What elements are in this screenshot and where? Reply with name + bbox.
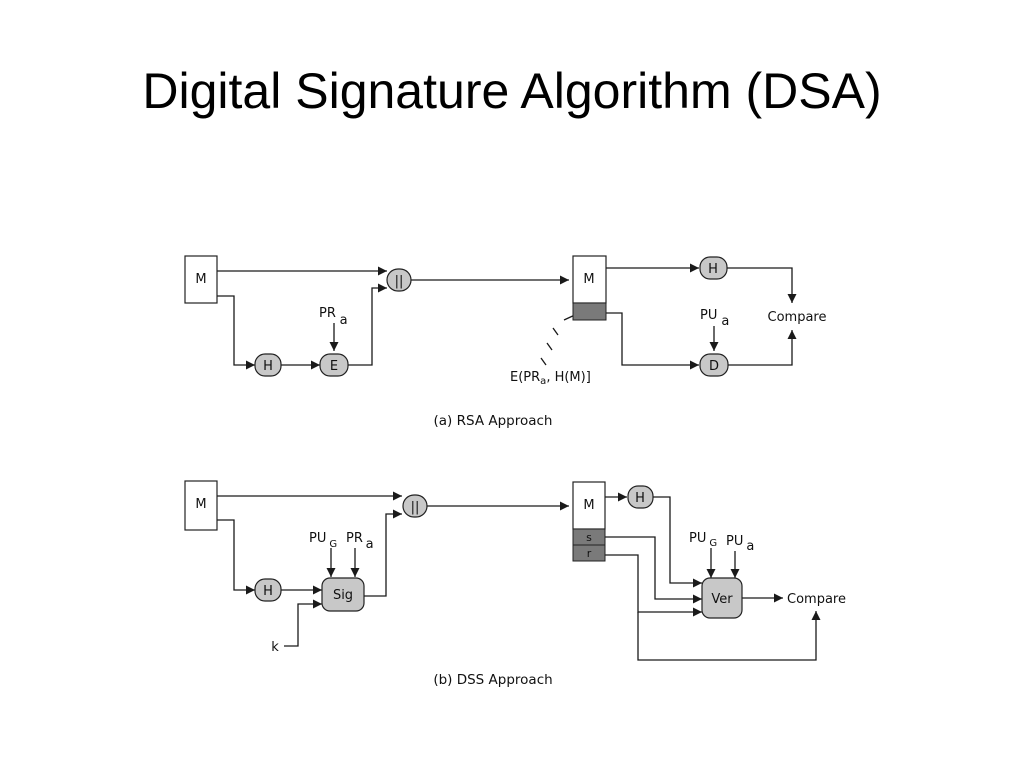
rsa-hash-label: H: [263, 359, 273, 374]
dss-sign-label: Sig: [333, 588, 353, 603]
dss-message-box: [184, 480, 218, 531]
dss-compare-label: Compare: [787, 592, 846, 607]
dss-recv-message-box: [572, 481, 606, 530]
rsa-wire-hash-to-compare: [727, 267, 797, 303]
rsa-message-box: [184, 255, 218, 304]
rsa-hash-node: [254, 353, 282, 377]
dss-concat-node: [402, 494, 428, 518]
rsa-caption: (a) RSA Approach: [434, 413, 553, 429]
dss-signature-r-block: [572, 544, 606, 562]
dss-signature-s-label: s: [586, 531, 592, 544]
rsa-recv-hash-label: H: [708, 262, 718, 277]
rsa-signature-annotation: E(PRa, H(M)]: [510, 370, 591, 387]
dss-wire-k-to-sig: [284, 599, 322, 647]
dss-message-label: M: [195, 497, 206, 512]
rsa-signature-block: [572, 302, 607, 321]
dss-wire-sig-to-concat: [364, 509, 402, 597]
rsa-decrypt-label: D: [709, 359, 719, 374]
dss-sign-node: [321, 577, 365, 612]
rsa-decrypt-node: [699, 353, 729, 377]
rsa-wire-encrypt-to-concat: [348, 283, 387, 366]
dss-random-k-label: k: [271, 640, 279, 655]
dss-caption: (b) DSS Approach: [433, 672, 552, 688]
rsa-recv-hash-node: [699, 256, 728, 280]
dss-wire-s-to-ver: [605, 536, 702, 604]
rsa-concat-node: [386, 268, 412, 292]
dss-hash-node: [254, 578, 282, 602]
rsa-recv-message-label: M: [583, 272, 594, 287]
rsa-encrypt-label: E: [330, 359, 338, 374]
dss-wire-m-to-hash: [217, 519, 255, 595]
rsa-encrypt-node: [319, 353, 349, 377]
rsa-compare-label: Compare: [768, 310, 827, 325]
rsa-wire-decrypt-to-compare: [728, 330, 797, 366]
dss-concat-label: ||: [411, 500, 420, 515]
dss-recv-message-label: M: [583, 498, 594, 513]
rsa-recv-message-box: [572, 255, 607, 304]
dss-signature-r-label: r: [587, 547, 592, 560]
dss-wire-r-to-ver: [605, 554, 702, 617]
dss-verify-node: [701, 577, 743, 619]
rsa-signature-pointer: [540, 313, 578, 366]
dss-recv-hash-node: [627, 485, 654, 509]
dss-wire-r-to-compare: [637, 611, 821, 661]
rsa-message-label: M: [195, 272, 206, 287]
dss-wire-hash-to-ver: [653, 496, 702, 588]
dss-recv-hash-label: H: [635, 491, 645, 506]
rsa-wire-sig-to-decrypt: [606, 312, 699, 370]
dss-hash-label: H: [263, 584, 273, 599]
rsa-concat-label: ||: [395, 274, 404, 289]
dss-verify-label: Ver: [711, 592, 733, 607]
rsa-wire-m-to-hash: [217, 295, 255, 370]
slide-title: Digital Signature Algorithm (DSA): [142, 63, 882, 119]
